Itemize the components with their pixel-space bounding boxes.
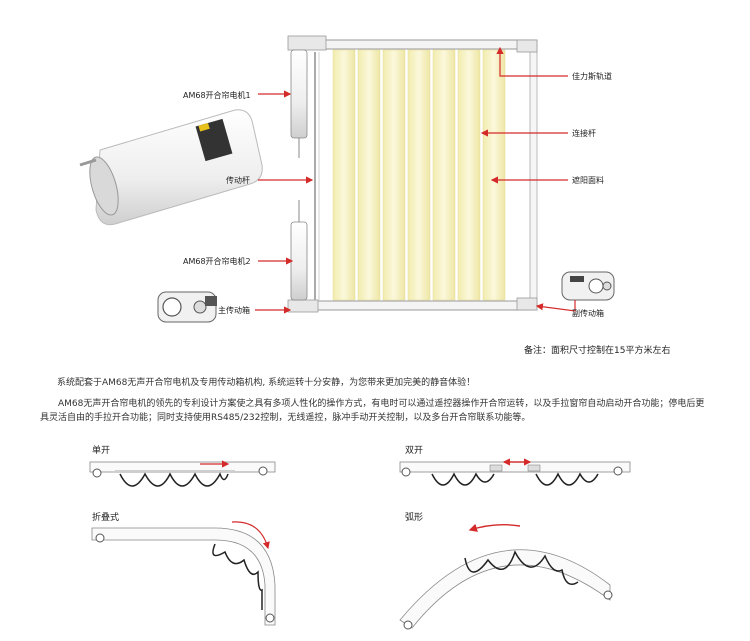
paragraph-2: AM68无声开合帘电机的领先的专利设计方案使之具有多项人性化的操作方式，有电时可… [40,399,705,423]
mode-folding-label: 折叠式 [92,513,120,523]
mode-single-label: 单开 [92,446,111,456]
main-gearbox-illustration [157,291,217,323]
label-fabric: 遮阳面料 [572,176,604,185]
double-open-schematic [399,458,631,486]
label-secondary-gearbox: 副传动箱 [572,309,604,318]
label-motor-1: AM68开合帘电机1 [183,91,251,100]
mode-arc-label: 弧形 [405,513,424,523]
label-drive-rod: 传动杆 [226,176,250,185]
folding-schematic [91,521,276,626]
paragraph-1: 系统配套于AM68无声开合帘电机及专用传动箱机构, 系统运转十分安静，为您带来更… [57,378,476,388]
curtain-frame [287,35,538,313]
label-connecting-rod: 连接杆 [572,129,596,138]
motor-illustration [79,109,263,226]
motor-1-tube [290,49,308,158]
single-open-schematic [89,460,276,487]
arc-schematic [399,523,613,630]
fabric-panels [332,49,506,301]
area-note: 备注：面积尺寸控制在15平方米左右 [524,346,671,356]
mode-double-label: 双开 [405,446,424,456]
label-motor-2: AM68开合帘电机2 [183,257,251,266]
label-main-gearbox: 主传动箱 [218,306,250,315]
drive-rod [314,52,320,300]
motor-2-tube [290,200,308,301]
label-track: 佳力斯轨道 [572,72,612,81]
secondary-gearbox-illustration [561,271,615,301]
callout-arrows [255,46,576,314]
